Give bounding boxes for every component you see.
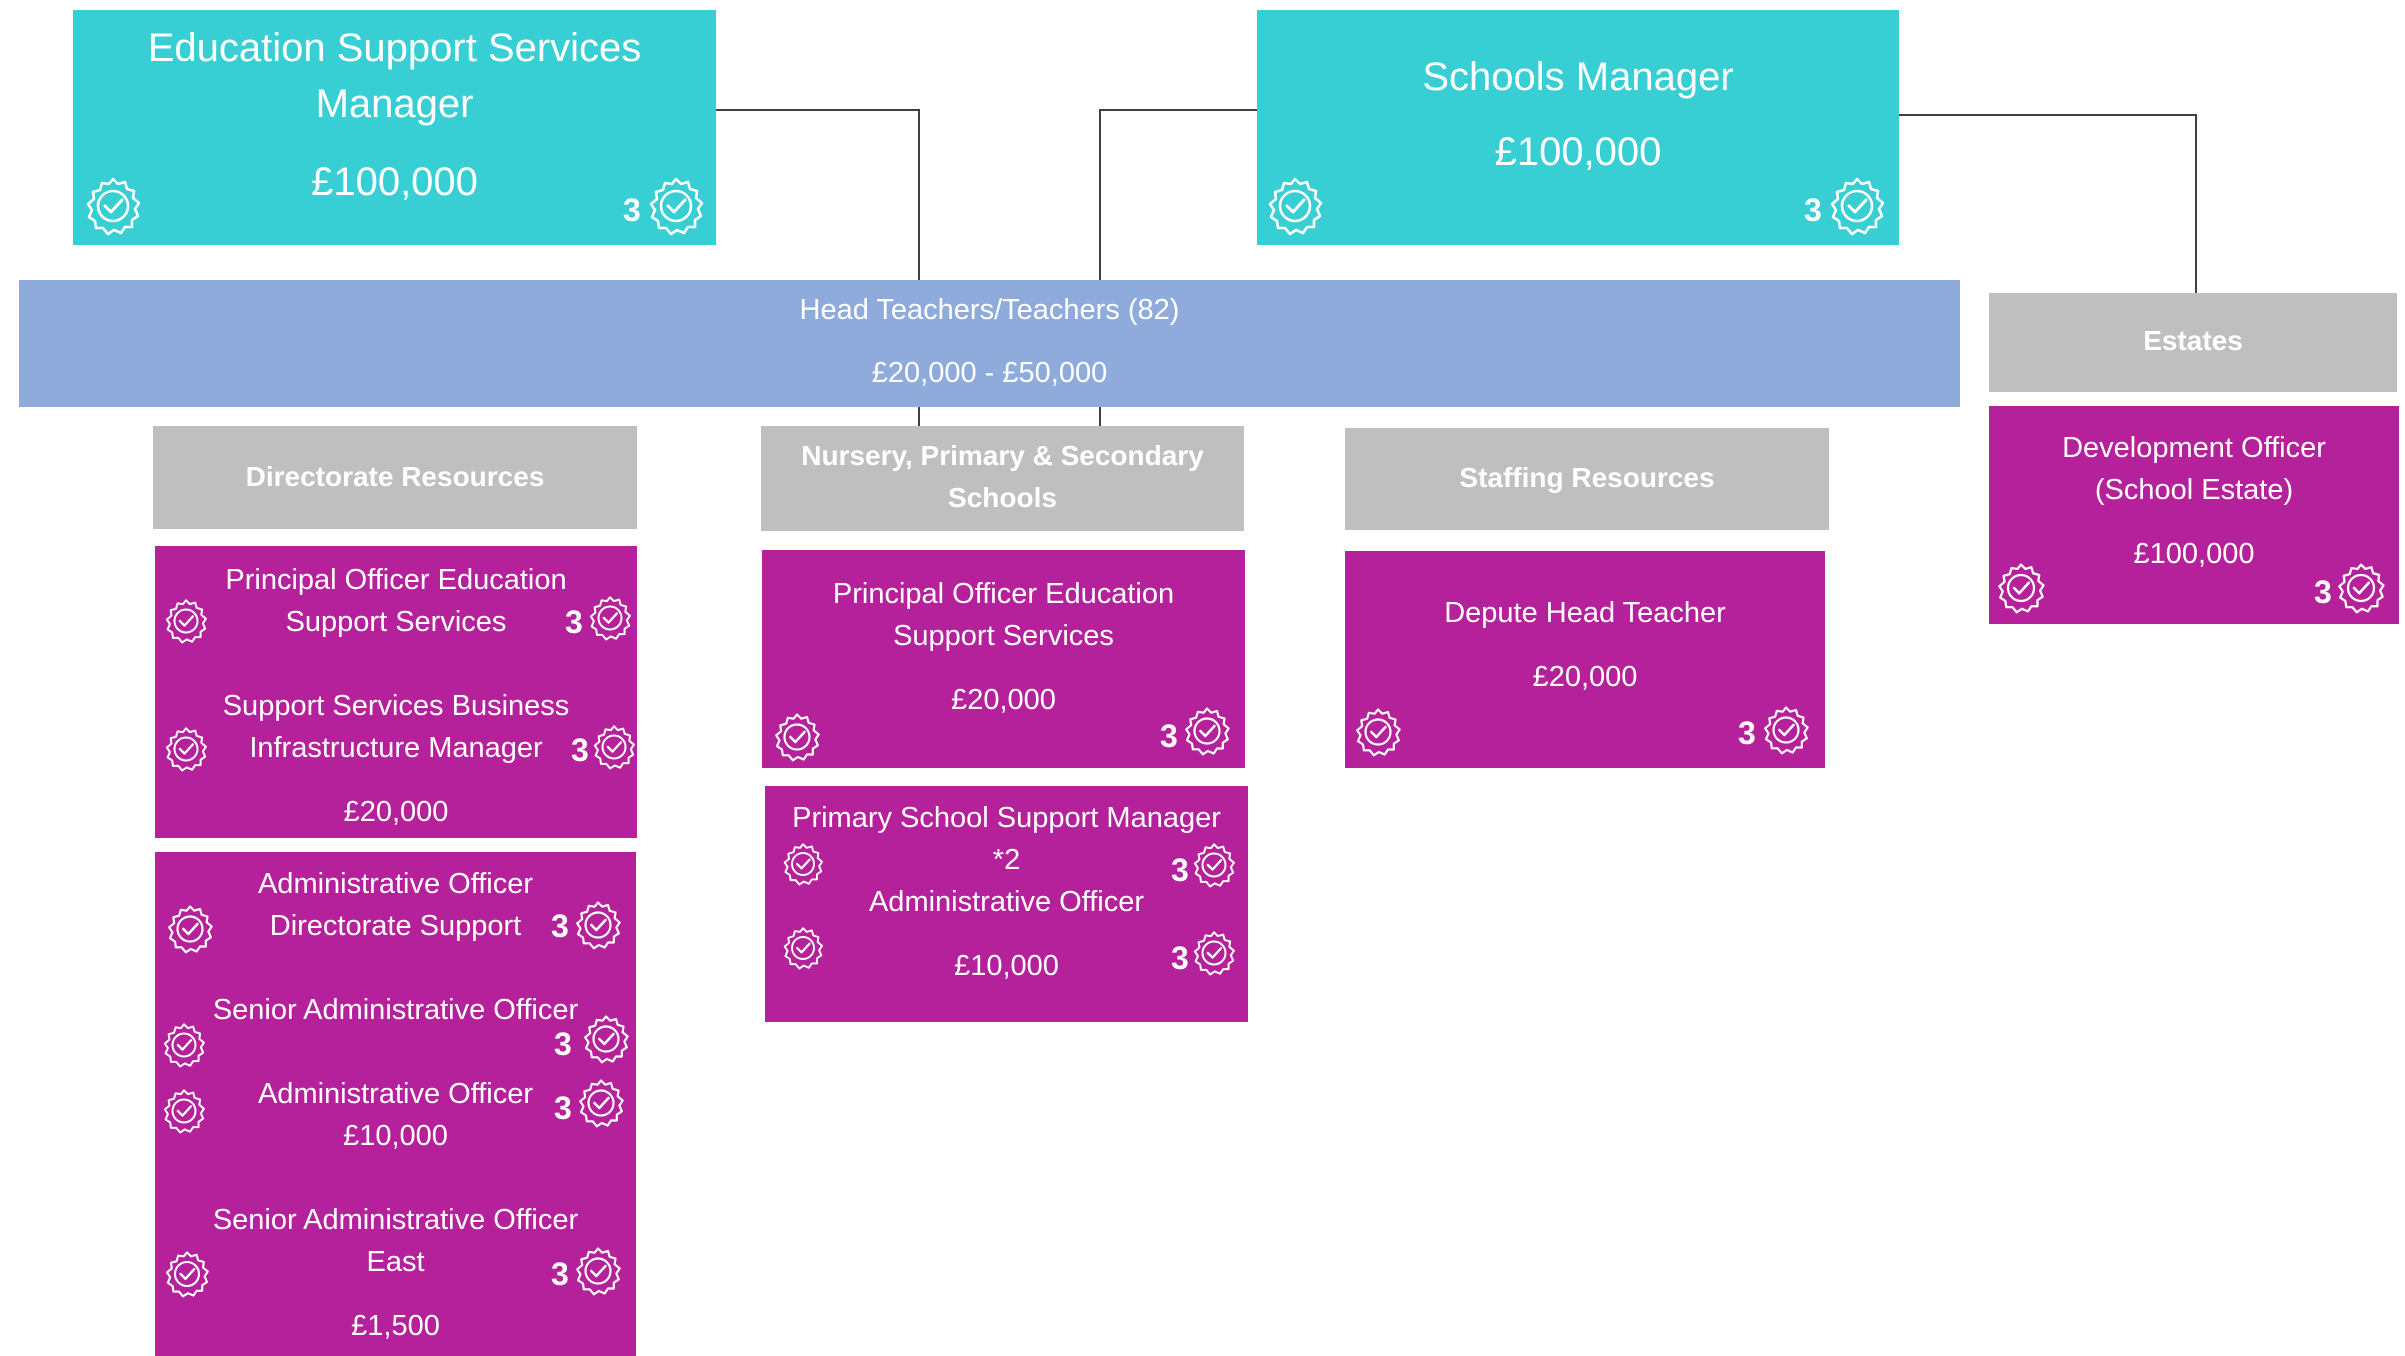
schools-manager-title: Schools Manager: [1422, 55, 1734, 99]
estates-header: Estates: [1989, 293, 2397, 392]
verified-badge-icon: [165, 904, 215, 954]
schools-manager-salary: £100,000: [1494, 130, 1662, 174]
schools-manager-box: Schools Manager £100,000 3: [1257, 10, 1899, 245]
admin-officer-ds-count: 3: [551, 908, 569, 944]
verified-badge-icon: [573, 900, 623, 950]
verified-badge-icon: [83, 176, 143, 236]
verified-badge-icon: [163, 726, 209, 772]
ess-manager-title-1: Education Support Services: [147, 26, 642, 70]
staffing-header-label: Staffing Resources: [1459, 462, 1715, 493]
principal-officer-title-2: Support Services: [285, 606, 507, 638]
development-officer-box: Development Officer (School Estate) £100…: [1989, 406, 2399, 624]
schools-po-count: 3: [1160, 718, 1178, 754]
schools-manager-count: 3: [1804, 192, 1822, 228]
head-teachers-bar: Head Teachers/Teachers (82) £20,000 - £5…: [19, 280, 1960, 407]
dev-officer-title-2: (School Estate): [2094, 474, 2294, 506]
principal-officer-title-1: Principal Officer Education: [225, 564, 567, 596]
ess-manager-title-2: Manager: [315, 82, 474, 126]
infra-manager-title-1: Support Services Business: [222, 690, 570, 722]
verified-badge-icon: [2335, 562, 2387, 614]
verified-badge-icon: [781, 926, 825, 970]
verified-badge-icon: [576, 1078, 626, 1128]
directorate-group-2: Administrative Officer Directorate Suppo…: [155, 852, 636, 1356]
primary-support-count-1: 3: [1171, 852, 1189, 888]
infra-manager-count: 3: [571, 732, 589, 768]
directorate-resources-header: Directorate Resources: [153, 426, 637, 529]
schools-header-line-2: Schools: [948, 482, 1057, 513]
principal-officer-count: 3: [565, 604, 583, 640]
admin-officer-salary: £10,000: [343, 1120, 448, 1152]
connector-ess: [715, 109, 920, 280]
connector-schools: [1099, 109, 1257, 280]
verified-badge-icon: [781, 842, 825, 886]
primary-support-title-2: *2: [992, 844, 1021, 876]
verified-badge-icon: [573, 1246, 623, 1296]
primary-support-title-1: Primary School Support Manager: [792, 802, 1221, 834]
senior-admin-east-title-1: Senior Administrative Officer: [212, 1204, 579, 1236]
schools-po-salary: £20,000: [951, 684, 1056, 716]
dev-officer-title-1: Development Officer: [2062, 432, 2326, 464]
verified-badge-icon: [163, 1250, 211, 1298]
verified-badge-icon: [1182, 706, 1232, 756]
verified-badge-icon: [587, 595, 633, 641]
depute-head-salary: £20,000: [1532, 661, 1638, 693]
verified-badge-icon: [1995, 562, 2047, 614]
schools-po-title-1: Principal Officer Education: [832, 578, 1175, 610]
depute-head-count: 3: [1738, 715, 1756, 751]
schools-header-line-1: Nursery, Primary & Secondary: [801, 440, 1204, 471]
connector-estates: [1898, 114, 2197, 293]
primary-support-title-3: Administrative Officer: [868, 886, 1145, 918]
staffing-resources-header: Staffing Resources: [1345, 428, 1829, 530]
ess-manager-box: Education Support Services Manager £100,…: [73, 10, 716, 245]
verified-badge-icon: [1761, 705, 1811, 755]
dev-officer-count: 3: [2314, 574, 2332, 610]
verified-badge-icon: [1265, 176, 1325, 236]
schools-principal-officer-box: Principal Officer Education Support Serv…: [762, 550, 1245, 768]
admin-officer-count: 3: [554, 1090, 572, 1126]
verified-badge-icon: [646, 176, 706, 236]
verified-badge-icon: [161, 1022, 207, 1068]
admin-officer-title: Administrative Officer: [257, 1078, 534, 1110]
verified-badge-icon: [772, 712, 822, 762]
depute-head-title: Depute Head Teacher: [1444, 597, 1726, 629]
admin-officer-ds-title-1: Administrative Officer: [257, 868, 534, 900]
schools-group-header: Nursery, Primary & Secondary Schools: [761, 426, 1244, 531]
schools-po-title-2: Support Services: [893, 620, 1114, 652]
senior-admin-officer-title: Senior Administrative Officer: [212, 994, 579, 1026]
directorate-group-1: Principal Officer Education Support Serv…: [155, 546, 637, 838]
verified-badge-icon: [1827, 176, 1887, 236]
infra-manager-title-2: Infrastructure Manager: [249, 732, 543, 764]
verified-badge-icon: [1353, 707, 1403, 757]
directorate-header-label: Directorate Resources: [245, 461, 545, 492]
estates-header-label: Estates: [2143, 325, 2243, 356]
verified-badge-icon: [581, 1014, 631, 1064]
primary-support-count-2: 3: [1171, 940, 1189, 976]
head-teachers-salary: £20,000 - £50,000: [871, 357, 1108, 389]
verified-badge-icon: [1191, 842, 1237, 888]
ess-manager-salary: £100,000: [311, 160, 478, 204]
verified-badge-icon: [591, 724, 637, 770]
primary-support-manager-box: Primary School Support Manager *2 Admini…: [765, 786, 1248, 1022]
senior-admin-east-title-2: East: [366, 1246, 425, 1278]
verified-badge-icon: [1191, 930, 1237, 976]
admin-officer-ds-title-2: Directorate Support: [269, 910, 522, 942]
senior-admin-officer-count: 3: [554, 1026, 572, 1062]
primary-support-salary: £10,000: [954, 950, 1059, 982]
verified-badge-icon: [163, 598, 209, 644]
depute-head-teacher-box: Depute Head Teacher £20,000 3: [1345, 551, 1825, 768]
head-teachers-title: Head Teachers/Teachers (82): [799, 294, 1180, 326]
senior-admin-east-salary: £1,500: [351, 1310, 440, 1342]
senior-admin-east-count: 3: [551, 1256, 569, 1292]
verified-badge-icon: [161, 1088, 207, 1134]
group1-salary: £20,000: [343, 796, 449, 828]
ess-manager-count: 3: [623, 192, 641, 228]
dev-officer-salary: £100,000: [2133, 538, 2255, 570]
